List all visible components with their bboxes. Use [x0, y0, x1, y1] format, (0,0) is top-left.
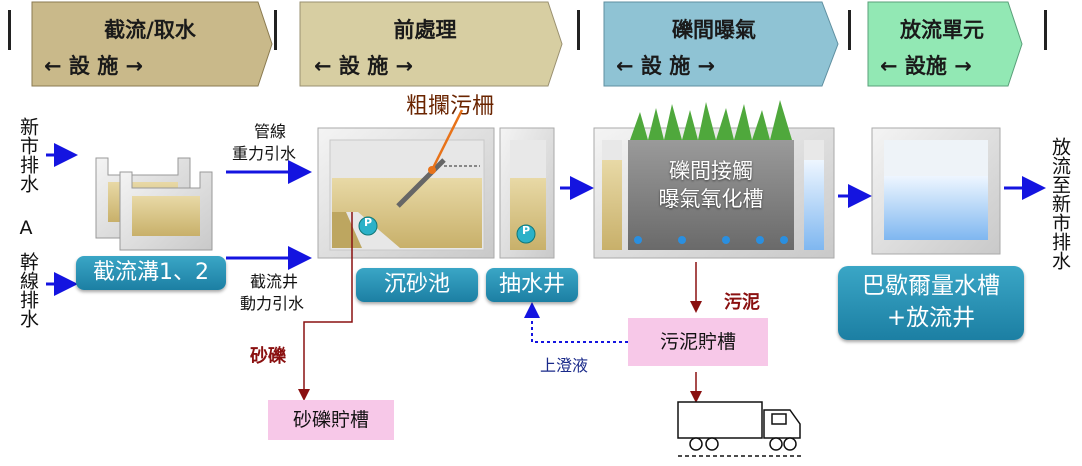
screen-leader: [430, 109, 464, 171]
sludge-tank: 污泥貯槽: [628, 318, 768, 366]
pipe-gravity-line2: 重力引水: [232, 144, 297, 163]
well-power-line2: 動力引水: [240, 294, 305, 313]
pipe-gravity-line1: 管線: [254, 122, 287, 141]
supernatant-line: [524, 302, 628, 343]
gravel-tank: 砂礫貯槽: [268, 400, 394, 440]
supernatant-label: 上澄液: [540, 356, 589, 375]
separator-bar: [577, 10, 580, 50]
contact-tank-label-2: 曝氣氧化槽: [658, 187, 764, 211]
screen-leader-dot: [428, 166, 436, 174]
pump-well-label: 抽水井: [486, 268, 578, 302]
stage-arrow-aeration: [603, 1, 839, 87]
outflow-label: 放流至新市排水: [1049, 136, 1071, 270]
interceptor-structure: [95, 157, 213, 251]
stage-arrow-pretreatment: [299, 1, 563, 87]
well-power-line1: 截流井: [250, 272, 299, 291]
screen-label: 粗攔污柵: [406, 94, 495, 119]
contact-tank-label-1: 礫間接觸: [669, 159, 753, 183]
stage-sub-intake: ← 設 施 →: [44, 54, 144, 78]
grit-chamber-label: 沉砂池: [356, 268, 478, 302]
contact-aeration-tank: [593, 100, 835, 259]
separator-bar: [1044, 10, 1047, 50]
input-gan-letter: A: [19, 217, 33, 239]
stage-sub-pretreatment: ← 設 施 →: [314, 54, 414, 78]
grit-chamber: [317, 127, 495, 259]
separator-bar: [848, 10, 851, 50]
pump-p-badge: P: [363, 216, 373, 229]
pump-p-badge: P: [521, 224, 531, 237]
stage-title-intake: 截流/取水: [104, 18, 196, 42]
input-xinshi-label: 新市排水: [17, 117, 39, 193]
stage-sub-aeration: ← 設 施 →: [616, 54, 716, 78]
interceptor-label: 截流溝1、2: [76, 256, 226, 290]
gravel-red-label: 砂礫: [250, 346, 286, 367]
stage-title-discharge: 放流單元: [900, 18, 984, 42]
separator-bar: [274, 10, 277, 50]
sludge-red-label: 污泥: [724, 292, 760, 313]
truck-icon: [677, 401, 804, 457]
pump-well: [499, 127, 555, 259]
parshall-label-line2: +放流井: [886, 305, 976, 331]
parshall-label: 巴歇爾量水槽 +放流井: [838, 266, 1024, 340]
stage-sub-discharge: ← 設施 →: [880, 54, 972, 78]
input-gan-label: 幹線排水: [17, 252, 39, 328]
gravel-line: [298, 212, 353, 401]
stage-arrow-intake: [31, 1, 273, 87]
stage-title-pretreatment: 前處理: [393, 18, 457, 42]
stage-arrow-discharge: [867, 1, 1023, 87]
parshall-label-line1: 巴歇爾量水槽: [862, 273, 1000, 299]
parshall-tank: [871, 127, 1001, 255]
separator-bar: [8, 10, 11, 50]
stage-title-aeration: 礫間曝氣: [672, 18, 756, 42]
